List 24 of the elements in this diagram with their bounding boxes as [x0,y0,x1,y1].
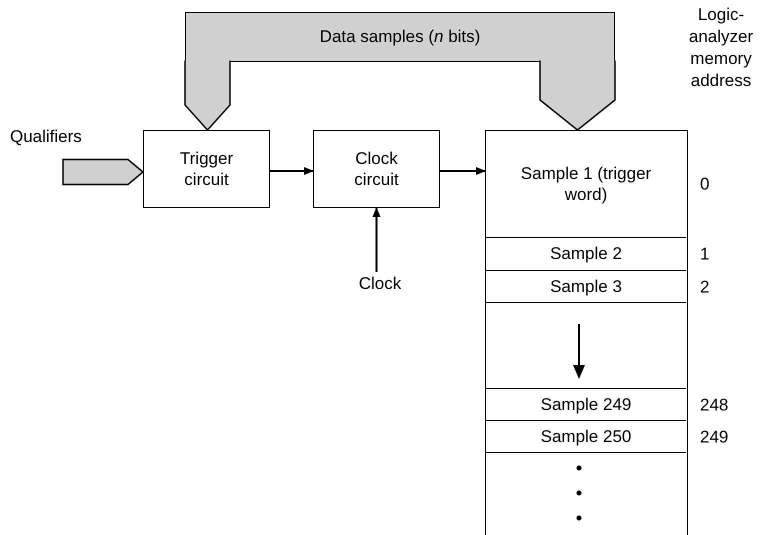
block-label: Trigger circuit [178,148,234,190]
block-label: Sample 2 [549,243,623,265]
block-label: Clock circuit [353,148,400,190]
bus-arrow [539,60,616,131]
block-label: Sample 3 [549,276,623,298]
memory-address: 0 [700,173,710,196]
bus-arrow [62,158,144,186]
memory-address: 1 [700,243,710,266]
arrow [440,167,486,175]
arrow [270,167,314,175]
bus-arrow [184,60,231,132]
column-heading: Logic-analyzer memory address [688,4,754,92]
trigger-circuit-box [143,130,270,208]
memory-address: 249 [700,426,728,448]
input-label: Qualifiers [10,126,82,148]
block-label: Sample 250 [540,426,632,448]
block-label: Sample 249 [540,394,632,416]
arrow [372,207,380,272]
memory-address: 2 [700,276,710,298]
clock-circuit-box [313,130,440,208]
bus-label: Data samples (n bits) [318,26,482,48]
memory-address: 248 [700,394,728,416]
block-label: Sample 1 (trigger word) [520,162,652,206]
block-label: Clock [358,273,402,295]
